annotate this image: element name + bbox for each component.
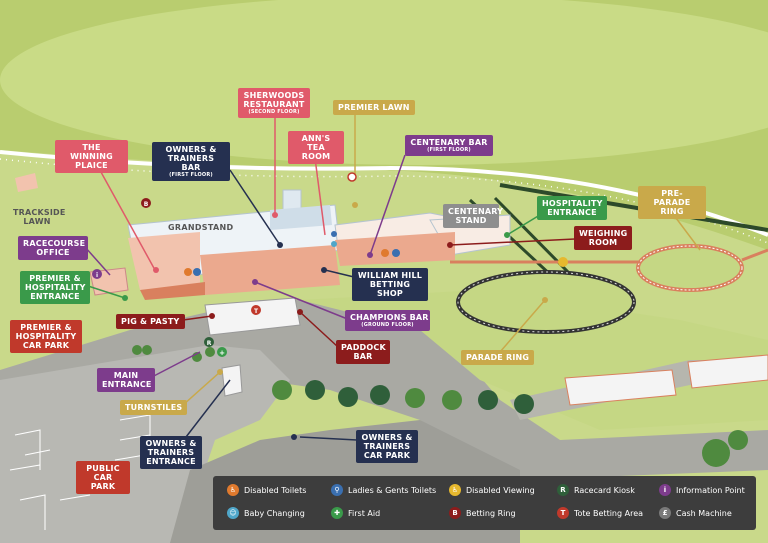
legend-label: Cash Machine	[676, 508, 732, 518]
legend-item: £ Cash Machine	[659, 507, 732, 519]
label-sherwoods-restaurant[interactable]: SHERWOODS RESTAURANT (SECOND FLOOR)	[238, 88, 310, 118]
legend-label: Tote Betting Area	[574, 508, 644, 518]
label-sherwoods-title: SHERWOODS RESTAURANT	[243, 91, 305, 109]
label-paddock-bar[interactable]: PADDOCK BAR	[336, 340, 390, 364]
label-william-hill[interactable]: WILLIAM HILL BETTING SHOP	[352, 268, 428, 301]
label-trackside-lawn: TRACKSIDE LAWN	[13, 208, 66, 226]
racecard-kiosk-icon: R	[557, 484, 569, 496]
label-grandstand: GRANDSTAND	[168, 223, 234, 232]
label-pre-parade-ring[interactable]: PRE-PARADE RING	[638, 186, 706, 219]
label-racecourse-office[interactable]: RACECOURSE OFFICE	[18, 236, 88, 260]
legend-label: Racecard Kiosk	[574, 485, 635, 495]
tote-betting-icon: T	[557, 507, 569, 519]
legend-item: ✚ First Aid	[331, 507, 380, 519]
legend-label: Disabled Toilets	[244, 485, 307, 495]
legend-label: Ladies & Gents Toilets	[348, 485, 437, 495]
legend-item: R Racecard Kiosk	[557, 484, 635, 496]
label-pig-and-pasty[interactable]: PIG & PASTY	[116, 314, 185, 329]
label-owners-trainers-car-park[interactable]: OWNERS & TRAINERS CAR PARK	[356, 430, 418, 463]
label-cb-sub: (FIRST FLOOR)	[427, 147, 471, 153]
legend-label: First Aid	[348, 508, 381, 518]
svg-text:B: B	[144, 201, 149, 208]
label-premier-hospitality-entrance[interactable]: PREMIER & HOSPITALITY ENTRANCE	[20, 271, 90, 304]
disabled-toilets-icon: ♿	[227, 484, 239, 496]
svg-text:R: R	[207, 340, 212, 347]
toilets-icon: ⚲	[331, 484, 343, 496]
label-premier-hospitality-car-park[interactable]: PREMIER & HOSPITALITY CAR PARK	[10, 320, 82, 353]
label-weighing-room[interactable]: WEIGHING ROOM	[574, 226, 632, 250]
legend-label: Baby Changing	[244, 508, 305, 518]
cash-machine-icon: £	[659, 507, 671, 519]
svg-text:T: T	[254, 308, 259, 315]
label-sherwoods-sub: (SECOND FLOOR)	[248, 109, 300, 115]
label-champions-bar[interactable]: CHAMPIONS BAR (GROUND FLOOR)	[345, 310, 430, 331]
legend-item: ☺ Baby Changing	[227, 507, 305, 519]
information-point-icon: i	[659, 484, 671, 496]
disabled-viewing-icon: ♿	[449, 484, 461, 496]
label-cb-title: CENTENARY BAR	[410, 138, 488, 147]
label-public-car-park[interactable]: PUBLIC CAR PARK	[76, 461, 130, 494]
svg-text:i: i	[96, 272, 98, 279]
legend-item: ♿ Disabled Viewing	[449, 484, 535, 496]
label-owners-trainers-bar[interactable]: OWNERS & TRAINERS BAR (FIRST FLOOR)	[152, 142, 230, 181]
legend-item: ♿ Disabled Toilets	[227, 484, 306, 496]
label-winning-plaice[interactable]: THE WINNING PLAICE	[55, 140, 128, 173]
label-cbar-title: CHAMPIONS BAR	[350, 313, 429, 322]
label-centenary-stand: CENTENARY STAND	[443, 204, 503, 228]
baby-changing-icon: ☺	[227, 507, 239, 519]
label-turnstiles[interactable]: TURNSTILES	[120, 400, 188, 415]
legend-item: T Tote Betting Area	[557, 507, 643, 519]
legend-label: Information Point	[676, 485, 745, 495]
label-owners-trainers-entrance[interactable]: OWNERS & TRAINERS ENTRANCE	[140, 436, 202, 469]
label-premier-lawn[interactable]: PREMIER LAWN	[333, 100, 415, 115]
betting-ring-icon: B	[449, 507, 461, 519]
legend-item: B Betting Ring	[449, 507, 516, 519]
label-main-entrance[interactable]: MAIN ENTRANCE	[97, 368, 155, 392]
label-otb-sub: (FIRST FLOOR)	[169, 172, 213, 178]
first-aid-icon: ✚	[331, 507, 343, 519]
label-centenary-bar[interactable]: CENTENARY BAR (FIRST FLOOR)	[405, 135, 493, 156]
label-anns-tea-room[interactable]: ANN'S TEA ROOM	[288, 131, 344, 164]
map-legend: ♿ Disabled Toilets ⚲ Ladies & Gents Toilets…	[213, 476, 756, 530]
legend-label: Disabled Viewing	[466, 485, 535, 495]
svg-text:+: +	[219, 349, 225, 357]
label-otb-title: OWNERS & TRAINERS BAR	[165, 145, 217, 172]
label-parade-ring[interactable]: PARADE RING	[461, 350, 535, 365]
legend-item: i Information Point	[659, 484, 745, 496]
label-cbar-sub: (GROUND FLOOR)	[361, 322, 414, 328]
legend-label: Betting Ring	[466, 508, 516, 518]
legend-item: ⚲ Ladies & Gents Toilets	[331, 484, 436, 496]
label-hospitality-entrance[interactable]: HOSPITALITY ENTRANCE	[537, 196, 607, 220]
